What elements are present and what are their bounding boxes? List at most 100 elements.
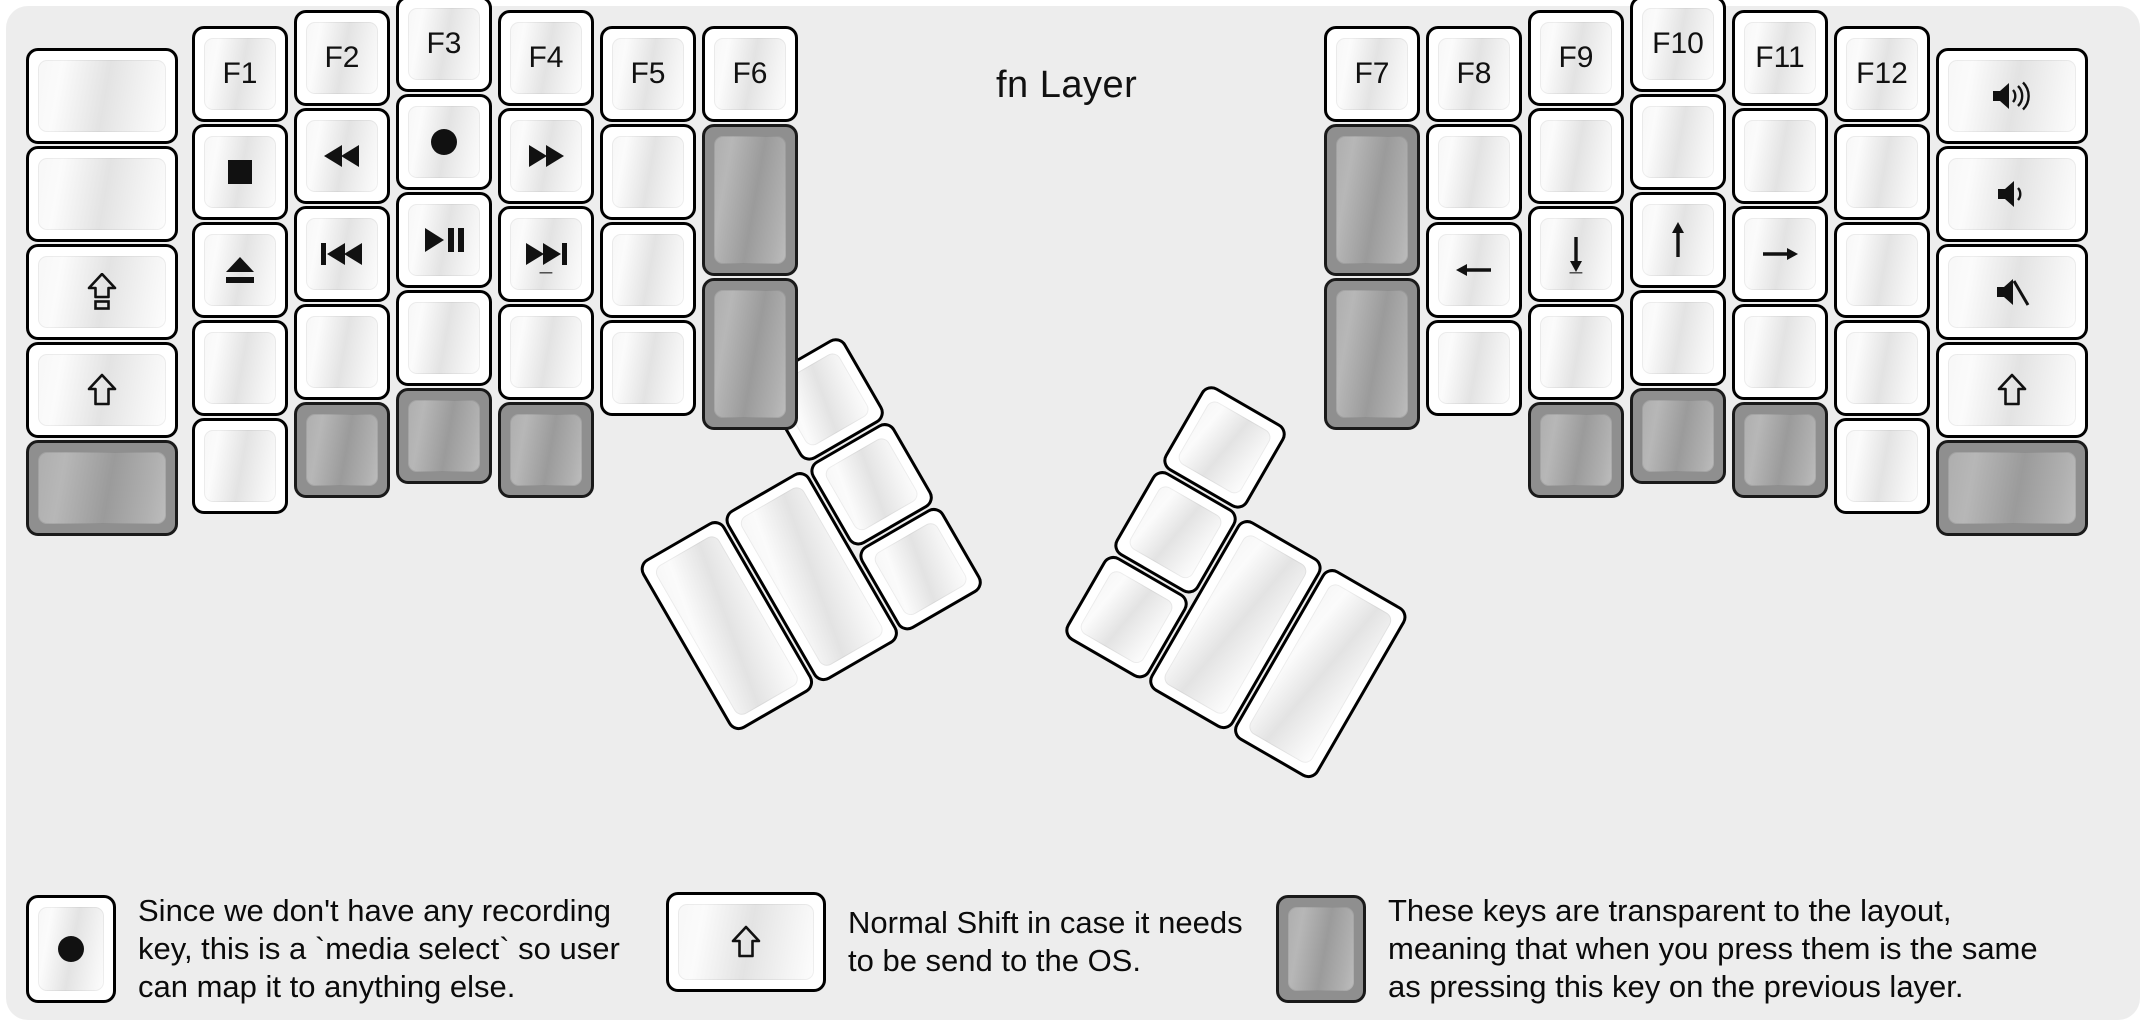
key-right-ring-3[interactable] — [1732, 304, 1828, 400]
key-cap — [1642, 8, 1714, 80]
key-right-middle-3[interactable] — [1630, 290, 1726, 386]
key-cap — [510, 316, 582, 388]
key-cap — [612, 38, 684, 110]
key-cap — [38, 354, 166, 426]
key-cap — [38, 906, 104, 991]
key-cap — [1948, 158, 2076, 230]
key-left-pinky-outer-1[interactable] — [26, 146, 178, 242]
key-left-index-inner-3[interactable] — [600, 320, 696, 416]
key-left-middle-4[interactable] — [396, 388, 492, 484]
key-left-ring-4[interactable] — [294, 402, 390, 498]
key-left-pinky-4[interactable] — [192, 418, 288, 514]
key-right-index-1[interactable] — [1528, 108, 1624, 204]
key-left-pinky-outer-0[interactable] — [26, 48, 178, 144]
key-right-index-inner-0[interactable]: F8 — [1426, 26, 1522, 122]
key-cap — [204, 430, 276, 502]
key-left-pinky-3[interactable] — [192, 320, 288, 416]
key-cap — [38, 256, 166, 328]
key-left-pinky-1[interactable] — [192, 124, 288, 220]
key-right-pinky-2[interactable] — [1834, 222, 1930, 318]
key-cap — [612, 136, 684, 208]
key-right-index-3[interactable] — [1528, 304, 1624, 400]
key-left-index-0[interactable]: F4 — [498, 10, 594, 106]
key-left-index-inner-2[interactable] — [600, 222, 696, 318]
key-left-ring-0[interactable]: F2 — [294, 10, 390, 106]
key-cap — [1846, 332, 1918, 404]
key-right-pinky-outer-0[interactable] — [1936, 48, 2088, 144]
key-left-ring-1[interactable] — [294, 108, 390, 204]
key-cap — [408, 302, 480, 374]
key-cap — [306, 22, 378, 94]
key-right-pinky-3[interactable] — [1834, 320, 1930, 416]
key-right-middle-2[interactable] — [1630, 192, 1726, 288]
key-left-ring-3[interactable] — [294, 304, 390, 400]
key-right-inner-1[interactable] — [1324, 124, 1420, 276]
key-left-index-4[interactable] — [498, 402, 594, 498]
key-right-index-inner-3[interactable] — [1426, 320, 1522, 416]
key-cap — [1540, 120, 1612, 192]
key-right-middle-0[interactable]: F10 — [1630, 0, 1726, 92]
key-left-inner-0[interactable]: F6 — [702, 26, 798, 122]
key-left-index-3[interactable] — [498, 304, 594, 400]
key-right-pinky-0[interactable]: F12 — [1834, 26, 1930, 122]
key-cap — [1126, 483, 1225, 582]
key-left-index-inner-1[interactable] — [600, 124, 696, 220]
key-cap — [1948, 452, 2076, 524]
key-cap — [204, 136, 276, 208]
key-cap — [1744, 414, 1816, 486]
key-left-pinky-0[interactable]: F1 — [192, 26, 288, 122]
key-right-pinky-outer-2[interactable] — [1936, 244, 2088, 340]
key-right-ring-2[interactable] — [1732, 206, 1828, 302]
key-right-pinky-outer-1[interactable] — [1936, 146, 2088, 242]
key-left-middle-0[interactable]: F3 — [396, 0, 492, 92]
key-left-middle-2[interactable] — [396, 192, 492, 288]
key-cap — [714, 38, 786, 110]
key-right-middle-1[interactable] — [1630, 94, 1726, 190]
key-left-ring-2[interactable] — [294, 206, 390, 302]
key-left-index-inner-0[interactable]: F5 — [600, 26, 696, 122]
key-cap — [678, 904, 814, 980]
key-right-index-inner-2[interactable] — [1426, 222, 1522, 318]
key-right-pinky-outer-4[interactable] — [1936, 440, 2088, 536]
key-right-index-2[interactable]: _ — [1528, 206, 1624, 302]
key-right-pinky-1[interactable] — [1834, 124, 1930, 220]
key-left-middle-1[interactable] — [396, 94, 492, 190]
key-cap — [612, 234, 684, 306]
key-cap — [38, 452, 166, 524]
key-right-index-4[interactable] — [1528, 402, 1624, 498]
key-left-index-1[interactable] — [498, 108, 594, 204]
key-right-pinky-outer-3[interactable] — [1936, 342, 2088, 438]
key-cap — [1438, 332, 1510, 404]
key-right-ring-4[interactable] — [1732, 402, 1828, 498]
key-left-pinky-outer-3[interactable] — [26, 342, 178, 438]
key-left-inner-1[interactable] — [702, 124, 798, 276]
key-left-pinky-outer-2[interactable] — [26, 244, 178, 340]
key-cap — [204, 38, 276, 110]
key-cap — [306, 316, 378, 388]
key-right-middle-4[interactable] — [1630, 388, 1726, 484]
key-cap — [1336, 136, 1408, 264]
key-right-ring-1[interactable] — [1732, 108, 1828, 204]
key-left-index-2[interactable]: _ — [498, 206, 594, 302]
key-cap — [1336, 290, 1408, 418]
key-cap — [38, 158, 166, 230]
key-cap — [510, 414, 582, 486]
key-cap — [510, 120, 582, 192]
key-right-ring-0[interactable]: F11 — [1732, 10, 1828, 106]
key-left-pinky-outer-4[interactable] — [26, 440, 178, 536]
key-left-pinky-2[interactable] — [192, 222, 288, 318]
key-right-index-0[interactable]: F9 — [1528, 10, 1624, 106]
key-cap — [1438, 38, 1510, 110]
key-cap — [1540, 316, 1612, 388]
key-right-inner-0[interactable]: F7 — [1324, 26, 1420, 122]
key-cap — [1948, 256, 2076, 328]
key-cap — [204, 332, 276, 404]
key-left-middle-3[interactable] — [396, 290, 492, 386]
key-right-index-inner-1[interactable] — [1426, 124, 1522, 220]
key-cap — [1540, 414, 1612, 486]
key-right-pinky-4[interactable] — [1834, 418, 1930, 514]
key-left-inner-2[interactable] — [702, 278, 798, 430]
legend-sample-key-2 — [666, 892, 826, 992]
key-right-inner-2[interactable] — [1324, 278, 1420, 430]
